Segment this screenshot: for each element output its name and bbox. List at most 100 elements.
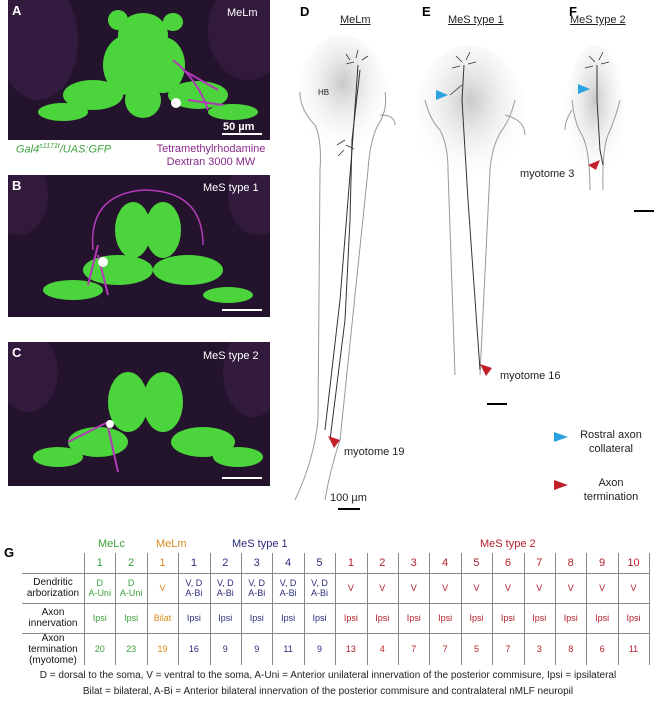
table-vline bbox=[649, 553, 651, 665]
cell-text: Ipsi bbox=[563, 613, 578, 623]
cell-text: V bbox=[159, 583, 166, 593]
cell-text: 7 bbox=[411, 644, 417, 654]
table-vline bbox=[146, 553, 148, 665]
table-vline bbox=[335, 553, 337, 665]
cell-text: D bbox=[127, 578, 135, 588]
table-vline bbox=[398, 553, 399, 665]
table-cell: 7 bbox=[492, 633, 523, 665]
scale-bar-e bbox=[487, 403, 507, 405]
cell-text: 3 bbox=[536, 644, 542, 654]
table-cell: 7 bbox=[398, 633, 429, 665]
cell-text: Ipsi bbox=[532, 613, 547, 623]
cell-text: 2 bbox=[379, 557, 386, 569]
scale-bar-c bbox=[222, 477, 262, 479]
cell-text: Ipsi bbox=[92, 613, 107, 623]
table-vline bbox=[555, 553, 556, 665]
cell-text: V bbox=[630, 583, 637, 593]
table-vline bbox=[241, 553, 242, 665]
table-cell: 1 bbox=[84, 553, 115, 573]
table-cell: 1 bbox=[335, 553, 366, 573]
cell-text: V bbox=[347, 583, 354, 593]
group-melc: MeLc bbox=[98, 538, 125, 550]
cell-text: V, D bbox=[311, 578, 328, 588]
row-header-line: (myotome) bbox=[29, 654, 77, 666]
table-cell: 20 bbox=[84, 633, 115, 665]
table-cell: Ipsi bbox=[178, 603, 209, 633]
table-vline bbox=[492, 553, 494, 665]
table-cell: 1 bbox=[178, 553, 209, 573]
table-cell: 7 bbox=[524, 553, 555, 573]
table-cell: Ipsi bbox=[524, 603, 555, 633]
cell-text: 5 bbox=[316, 557, 323, 569]
cell-text: Ipsi bbox=[249, 613, 264, 623]
neuron-tracings bbox=[294, 35, 625, 501]
table-cell: V bbox=[335, 573, 366, 603]
table-cell: 9 bbox=[304, 633, 335, 665]
table-cell: Ipsi bbox=[618, 603, 649, 633]
group-mes2: MeS type 2 bbox=[480, 538, 536, 550]
panel-title-c: MeS type 2 bbox=[203, 350, 259, 362]
table-cell: Ipsi bbox=[115, 603, 146, 633]
cell-text: 4 bbox=[285, 557, 292, 569]
table-vline bbox=[209, 553, 211, 665]
table-cell: Ipsi bbox=[461, 603, 492, 633]
cell-text: Ipsi bbox=[375, 613, 390, 623]
cell-text: 13 bbox=[345, 644, 356, 654]
table-cell: 10 bbox=[618, 553, 649, 573]
table-cell: 4 bbox=[429, 553, 460, 573]
table-vline bbox=[366, 553, 368, 665]
panel-title-b: MeS type 1 bbox=[203, 182, 259, 194]
panel-letter-d: D bbox=[300, 4, 310, 19]
table-cell: 5 bbox=[304, 553, 335, 573]
footnote-1: D = dorsal to the soma, V = ventral to t… bbox=[39, 670, 617, 681]
cell-text: A-Uni bbox=[88, 588, 111, 598]
table-cell: Ipsi bbox=[492, 603, 523, 633]
cell-text: 1 bbox=[190, 557, 197, 569]
cell-text: Ipsi bbox=[312, 613, 327, 623]
row-header-line: innervation bbox=[28, 618, 78, 629]
table-cell: V bbox=[429, 573, 460, 603]
scale-bar-f bbox=[634, 210, 654, 212]
table-vline bbox=[115, 553, 117, 665]
table-cell: 2 bbox=[367, 553, 398, 573]
footnote-2: Bilat = bilateral, A-Bi = Anterior bilat… bbox=[82, 686, 574, 697]
row-header-line: Axon bbox=[41, 632, 65, 644]
table-cell: 7 bbox=[429, 633, 460, 665]
table-cell: 9 bbox=[586, 553, 617, 573]
table-cell: 6 bbox=[492, 553, 523, 573]
cell-text: Ipsi bbox=[626, 613, 641, 623]
cell-text: 1 bbox=[347, 557, 354, 569]
cell-text: V, D bbox=[248, 578, 266, 588]
cell-text: V, D bbox=[279, 578, 297, 588]
table-cell: Ipsi bbox=[429, 603, 460, 633]
cell-text: 16 bbox=[188, 644, 199, 654]
cell-text: V bbox=[567, 583, 574, 593]
table-cell: 11 bbox=[272, 633, 303, 665]
cell-text: 11 bbox=[628, 644, 639, 654]
cell-text: 19 bbox=[157, 644, 168, 654]
cell-text: 8 bbox=[568, 644, 574, 654]
group-melm: MeLm bbox=[156, 538, 187, 550]
row-header-line: arborization bbox=[26, 588, 80, 599]
cell-text: 3 bbox=[253, 557, 260, 569]
cell-text: Ipsi bbox=[218, 613, 233, 623]
cell-text: A-Bi bbox=[310, 588, 328, 598]
cell-text: 8 bbox=[567, 557, 574, 569]
table-cell: 5 bbox=[461, 553, 492, 573]
panel-letter-a: A bbox=[12, 3, 22, 18]
scale-label-d: 100 µm bbox=[330, 492, 367, 504]
termination-label-e: myotome 16 bbox=[500, 370, 561, 382]
table-cell: V bbox=[618, 573, 649, 603]
panel-title-d: MeLm bbox=[340, 14, 371, 26]
table-cell: Ipsi bbox=[210, 603, 241, 633]
table-cell: V bbox=[586, 573, 617, 603]
group-mes1: MeS type 1 bbox=[232, 538, 288, 550]
cell-text: 9 bbox=[599, 557, 606, 569]
table-cell: Ipsi bbox=[335, 603, 366, 633]
table-cell: 3 bbox=[524, 633, 555, 665]
cell-text: 4 bbox=[442, 557, 449, 569]
